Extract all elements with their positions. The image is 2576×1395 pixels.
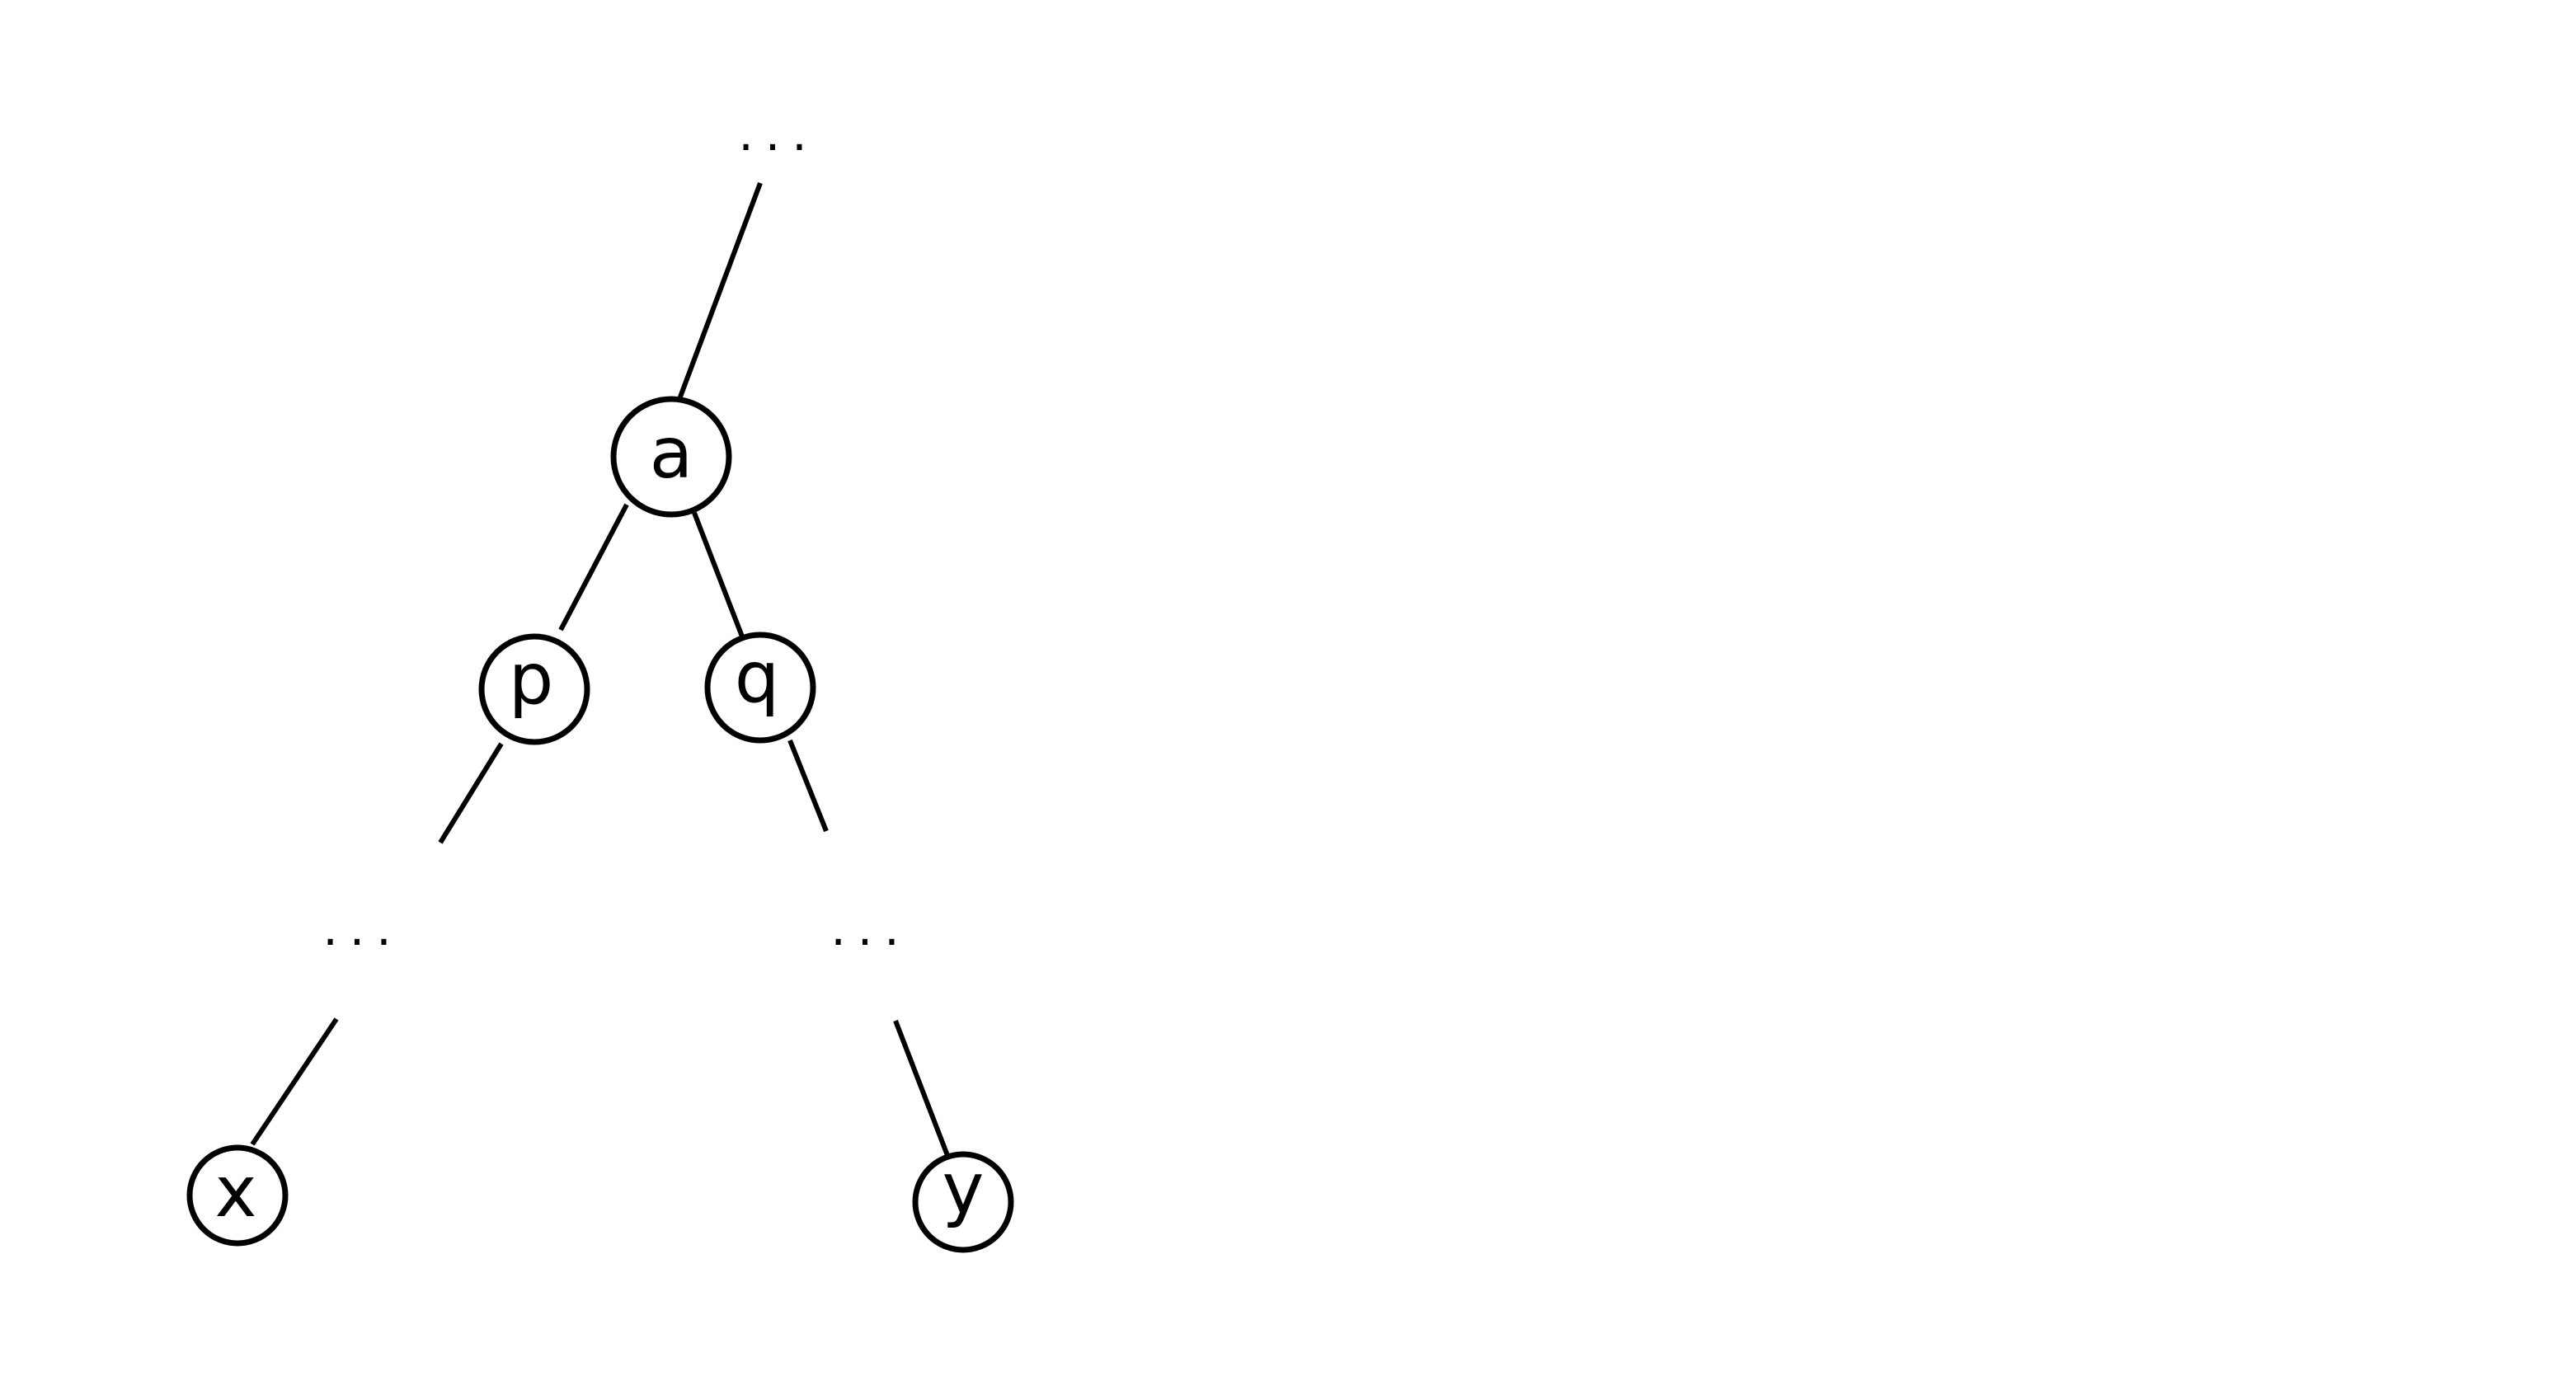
- node-q: q: [704, 632, 816, 744]
- edge-top-to-a: [677, 181, 763, 401]
- node-y-circle: [912, 1151, 1014, 1253]
- node-a-circle: [610, 396, 732, 518]
- left-ellipsis: ...: [322, 900, 402, 956]
- node-y: y: [912, 1148, 1014, 1253]
- node-a-label: a: [650, 412, 693, 495]
- node-x-label: x: [215, 1151, 257, 1233]
- node-p-circle: [478, 633, 590, 745]
- node-x: x: [186, 1144, 289, 1247]
- edge-left-ellipsis-to-x: [250, 1017, 339, 1146]
- edge-q-to-right-ellipsis: [787, 739, 829, 833]
- node-x-circle: [186, 1144, 289, 1247]
- node-a: a: [610, 396, 732, 518]
- right-ellipsis: ...: [830, 900, 910, 956]
- edge-a-to-q: [692, 511, 745, 638]
- edge-a-to-p: [558, 503, 629, 632]
- node-p-label: p: [509, 638, 554, 721]
- node-q-circle: [704, 632, 816, 744]
- edge-right-ellipsis-to-y: [893, 1019, 951, 1159]
- node-y-label: y: [942, 1148, 985, 1230]
- edge-p-to-left-ellipsis: [438, 742, 504, 844]
- top-ellipsis: ...: [738, 106, 818, 162]
- node-q-label: q: [735, 636, 780, 719]
- node-p: p: [478, 633, 590, 745]
